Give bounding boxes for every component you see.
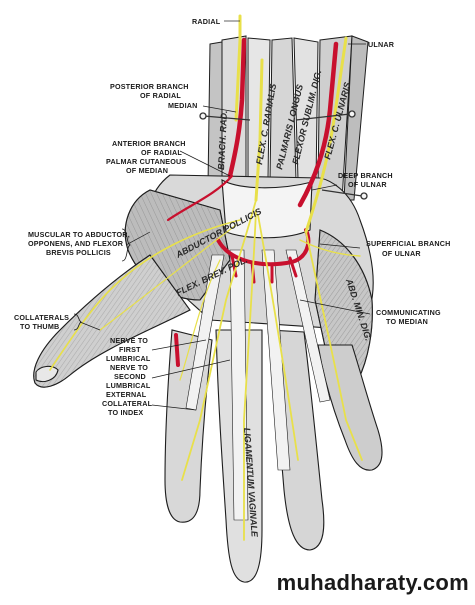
anatomy-labels: RADIAL ULNAR POSTERIOR BRANCH OF RADIAL … (14, 17, 451, 417)
label-collaterals-1: COLLATERALS (14, 313, 69, 322)
label-collaterals-2: TO THUMB (20, 322, 59, 331)
nerves (49, 14, 363, 541)
label-lumbrical-3: LUMBRICAL (106, 354, 151, 363)
label-median: MEDIAN (168, 101, 198, 110)
label-radial: RADIAL (192, 17, 221, 26)
label-anterior-branch-3: PALMAR CUTANEOUS (106, 157, 186, 166)
label-muscular-3: BREVIS POLLICIS (46, 248, 111, 257)
label-communicating-2: TO MEDIAN (386, 317, 428, 326)
label-muscular-1: MUSCULAR TO ABDUCTOR, (28, 230, 130, 239)
label-superficial-branch-1: SUPERFICIAL BRANCH (366, 239, 451, 248)
label-anterior-branch-1: ANTERIOR BRANCH (112, 139, 186, 148)
label-communicating-1: COMMUNICATING (376, 308, 441, 317)
label-anterior-branch-2: OF RADIAL (141, 148, 182, 157)
label-lumbrical-1: NERVE TO (110, 336, 148, 345)
label-muscular-2: OPPONENS, AND FLEXOR (28, 239, 124, 248)
label-lumbrical-5: SECOND (114, 372, 146, 381)
label-lumbrical-7: EXTERNAL (106, 390, 147, 399)
leader-lines (79, 20, 371, 411)
label-superficial-branch-2: OF ULNAR (382, 249, 421, 258)
pins (199, 110, 368, 200)
label-lumbrical-8: COLLATERAL (102, 399, 153, 408)
label-anterior-branch-4: OF MEDIAN (126, 166, 168, 175)
label-posterior-branch-1: POSTERIOR BRANCH (110, 82, 189, 91)
label-lumbrical-4: NERVE TO (110, 363, 148, 372)
label-lumbrical-6: LUMBRICAL (106, 381, 151, 390)
brace-muscular (121, 228, 131, 262)
label-brach-rad: BRACH. RAD. (216, 110, 229, 170)
label-ulnar: ULNAR (368, 40, 395, 49)
watermark: muhadharaty.com (276, 570, 469, 595)
forearm-tendons (207, 35, 369, 201)
label-lumbrical-2: FIRST (119, 345, 141, 354)
brace-collaterals (73, 313, 82, 331)
label-lumbrical-9: TO INDEX (108, 408, 143, 417)
label-posterior-branch-2: OF RADIAL (140, 91, 181, 100)
label-deep-branch-2: OF ULNAR (348, 180, 387, 189)
label-deep-branch-1: DEEP BRANCH (338, 171, 393, 180)
